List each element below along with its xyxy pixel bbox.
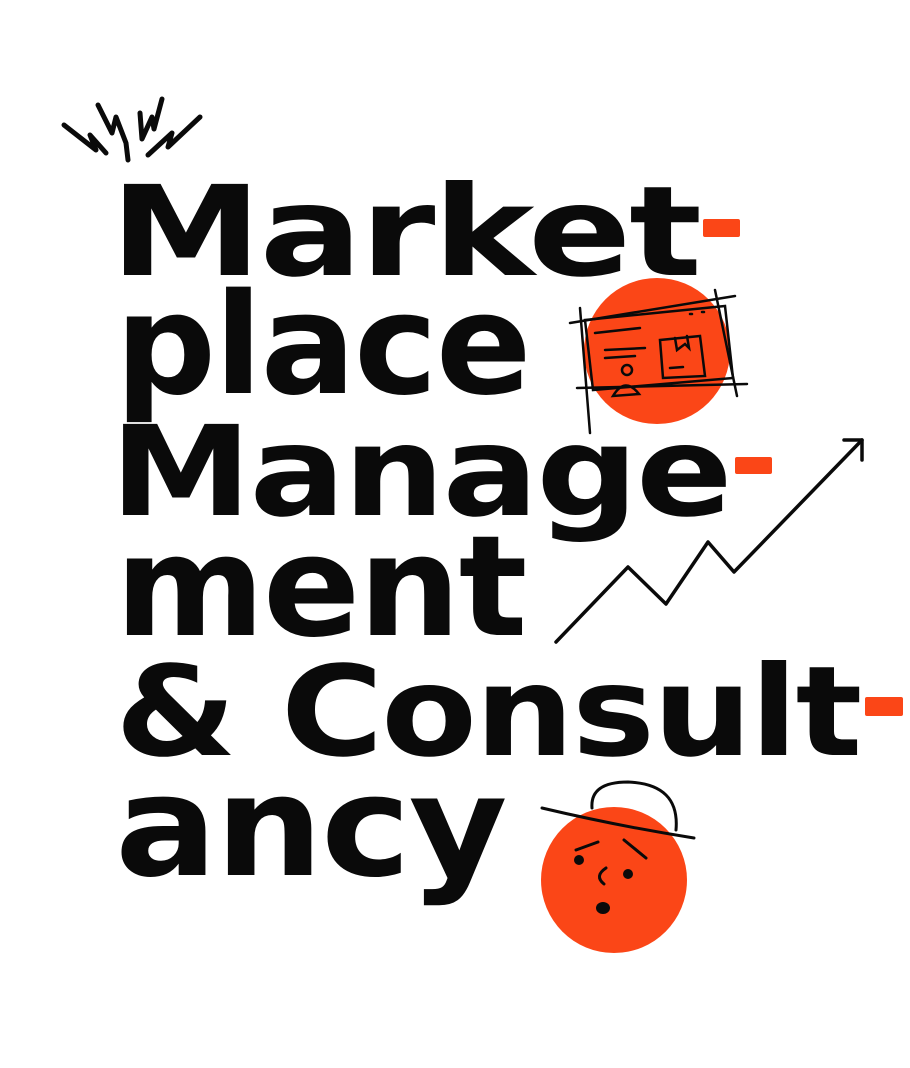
hyphen-1 <box>703 219 740 237</box>
hyphen-3 <box>735 457 772 474</box>
confused-face-icon <box>540 780 696 953</box>
title-line-3: Manage <box>110 400 733 545</box>
title-line-1: Market <box>110 160 702 305</box>
title-line-2: place <box>115 264 532 427</box>
title-line-4: ment <box>115 506 527 669</box>
growth-arrow-icon <box>554 438 864 644</box>
title-line-6: ancy <box>115 746 508 909</box>
title-line-5: & Consult <box>115 640 862 785</box>
burst-lines-icon <box>61 96 203 163</box>
hyphen-5 <box>865 697 903 716</box>
browser-window-icon <box>568 278 749 435</box>
